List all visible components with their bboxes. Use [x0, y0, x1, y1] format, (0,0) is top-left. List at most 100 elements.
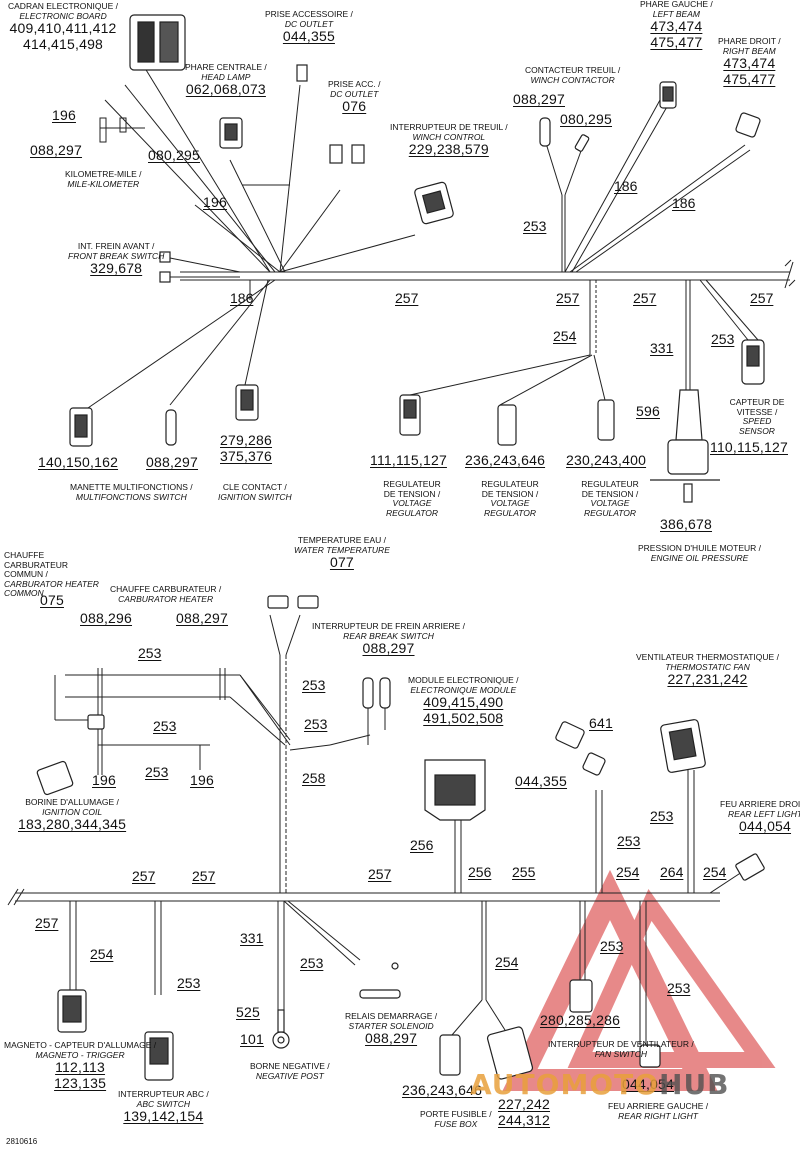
left-beam-label: PHARE GAUCHE / LEFT BEAM 473,474 475,477: [640, 0, 713, 50]
carb-heater-common-fr: CHAUFFE CARBURATEUR COMMUN /: [4, 550, 69, 580]
outlet-641-codes: 044,355: [515, 773, 568, 789]
winch-control-connector-icon: [414, 181, 454, 225]
water-temp-en: WATER TEMPERATURE: [294, 544, 390, 555]
regulator-1-en: VOLTAGE REGULATOR: [385, 498, 439, 518]
rear-brake-connector-icon: [362, 677, 391, 709]
winch-contactor-code-b: 080,295: [560, 111, 613, 127]
electronic-module-codes-1: 409,415,490: [423, 694, 504, 711]
rear-brake-fr: INTERRUPTEUR DE FREIN ARRIERE /: [312, 621, 466, 631]
regulator-3-fr: REGULATEUR DE TENSION /: [581, 479, 639, 499]
regulator-1-connector-icon: [399, 394, 421, 436]
winch-control-fr: INTERRUPTEUR DE TREUIL /: [390, 122, 508, 132]
wire-label: 253: [138, 645, 162, 661]
rear-left-light-fr: FEU ARRIERE DROIT /: [720, 799, 800, 809]
left-beam-fr: PHARE GAUCHE /: [640, 0, 713, 9]
starter-solenoid-label: RELAIS DEMARRAGE / STARTER SOLENOID 088,…: [345, 1011, 437, 1047]
magneto-codes-2: 123,135: [54, 1074, 107, 1091]
rear-left-light-label: FEU ARRIERE DROIT / REAR LEFT LIGHT 044,…: [720, 799, 800, 835]
wire-label: 254: [616, 864, 640, 880]
rear-brake-codes: 088,297: [362, 640, 415, 657]
wire-label: 257: [633, 290, 657, 306]
abc-switch-connector-icon: [144, 1031, 174, 1081]
regulator-3-codes: 230,243,400: [566, 452, 647, 468]
winch-control-codes: 229,238,579: [408, 141, 489, 158]
winch-contactor-fr: CONTACTEUR TREUIL /: [525, 65, 621, 75]
ignition-coil-label: BORINE D'ALLUMAGE / IGNITION COIL 183,28…: [18, 797, 127, 833]
wire-label: 253: [153, 718, 177, 734]
wire-label: 257: [556, 290, 580, 306]
accessory-outlet-codes: 044,355: [282, 28, 335, 45]
negative-post-ring-icon: [272, 1009, 290, 1049]
document-id: 2810616: [6, 1137, 38, 1146]
fuse-box-codes: 236,243,646: [402, 1082, 483, 1098]
ignition-coil-196-a: 196: [92, 772, 116, 788]
carb-heater-fr: CHAUFFE CARBURATEUR /: [110, 584, 222, 594]
electronic-module-connector-icon: [424, 759, 486, 821]
winch-contactor-en: WINCH CONTACTOR: [530, 74, 615, 85]
negative-post-101: 101: [240, 1031, 264, 1047]
wire-label: 254: [703, 864, 727, 880]
ignition-switch-label: CLE CONTACT / IGNITION SWITCH: [218, 482, 292, 502]
negative-post-en: NEGATIVE POST: [255, 1070, 324, 1081]
ignition-switch-fr: CLE CONTACT /: [222, 482, 287, 492]
thermostatic-fan-en: THERMOSTATIC FAN: [665, 661, 750, 672]
carb-heater-codes-1: 088,296: [80, 610, 133, 626]
regulator-2-connector-icon: [497, 404, 517, 446]
carb-heater-connector-icon: [87, 714, 105, 730]
oil-pressure-label: PRESSION D'HUILE MOTEUR / ENGINE OIL PRE…: [638, 543, 762, 563]
wire-label: 255: [512, 864, 536, 880]
mile-km-code-c: 080,295: [148, 147, 201, 163]
wire-label: 331: [650, 340, 674, 356]
carb-heater-common-label: CHAUFFE CARBURATEUR COMMUN / CARBURATOR …: [4, 550, 104, 599]
electronic-module-codes-2: 491,502,508: [423, 709, 504, 726]
wire-label: 257: [132, 868, 156, 884]
rear-left-light-connector-icon: [735, 853, 765, 881]
wire-label: 256: [468, 864, 492, 880]
wire-label: 186: [614, 178, 638, 194]
wire-label: 253: [617, 833, 641, 849]
mile-km-196-a: 196: [52, 107, 76, 123]
carb-heater-common-en: CARBURATOR HEATER COMMON: [4, 578, 99, 599]
ignition-coil-fr: BORINE D'ALLUMAGE /: [25, 797, 119, 807]
winch-contactor-codes-1: 088,297: [513, 91, 565, 108]
fuse-box-en: FUSE BOX: [434, 1118, 478, 1129]
dc-outlet-codes: 076: [342, 98, 367, 115]
dc-outlet-fr: PRISE ACC. /: [328, 79, 381, 89]
oil-pressure-fr: PRESSION D'HUILE MOTEUR /: [638, 543, 762, 553]
ignition-coil-codes: 183,280,344,345: [18, 816, 127, 833]
fan-switch-codes-2: 227,242 244,312: [498, 1096, 551, 1128]
rear-brake-label: INTERRUPTEUR DE FREIN ARRIERE / REAR BRE…: [312, 621, 466, 657]
wire-label: 186: [230, 290, 254, 306]
abc-switch-en: ABC SWITCH: [136, 1098, 191, 1109]
mile-kilometer-label: KILOMETRE-MILE / MILE-KILOMETER: [65, 169, 142, 189]
dc-outlet-label: PRISE ACC. / DC OUTLET 076: [328, 79, 381, 115]
rear-brake-en: REAR BREAK SWITCH: [343, 630, 434, 641]
water-temp-codes: 077: [329, 554, 354, 571]
water-temp-label: TEMPERATURE EAU / WATER TEMPERATURE 077: [294, 535, 390, 571]
wire-label: 254: [90, 946, 114, 962]
front-brake-label: INT. FREIN AVANT / FRONT BREAK SWITCH 32…: [68, 241, 164, 277]
oil-pressure-sensor-icon: [650, 389, 720, 503]
wire-label: 254: [495, 954, 519, 970]
carb-heater-common-codes: 075: [40, 592, 64, 608]
fan-switch-2-connector-icon: [569, 979, 593, 1013]
negative-post-fr: BORNE NEGATIVE /: [250, 1061, 330, 1071]
abc-switch-fr: INTERRUPTEUR ABC /: [118, 1089, 209, 1099]
mile-kilometer-fr: KILOMETRE-MILE /: [65, 169, 142, 179]
wire-label: 253: [523, 218, 547, 234]
electronic-board-codes-1: 409,410,411,412: [9, 20, 117, 37]
head-lamp-codes: 062,068,073: [185, 81, 266, 98]
multifunction-codes-2: 088,297: [146, 454, 199, 470]
wire-label: 253: [600, 938, 624, 954]
magneto-codes-1: 112,113: [55, 1059, 106, 1076]
multifunction-fr: MANETTE MULTIFONCTIONS /: [70, 482, 193, 492]
rear-left-light-en: REAR LEFT LIGHT: [727, 808, 800, 819]
magneto-connector-icon: [57, 989, 87, 1033]
carb-heater-codes-2: 088,297: [176, 610, 229, 626]
speed-sensor-label: CAPTEUR DE VITESSE / SPEED SENSOR: [728, 397, 786, 436]
fan-switch-en: FAN SWITCH: [594, 1048, 648, 1059]
wire-label: 253: [650, 808, 674, 824]
fan-switch-code-c: 244,312: [498, 1111, 551, 1128]
speed-sensor-codes: 110,115,127: [710, 439, 788, 455]
right-beam-fr: PHARE DROIT /: [718, 36, 781, 46]
